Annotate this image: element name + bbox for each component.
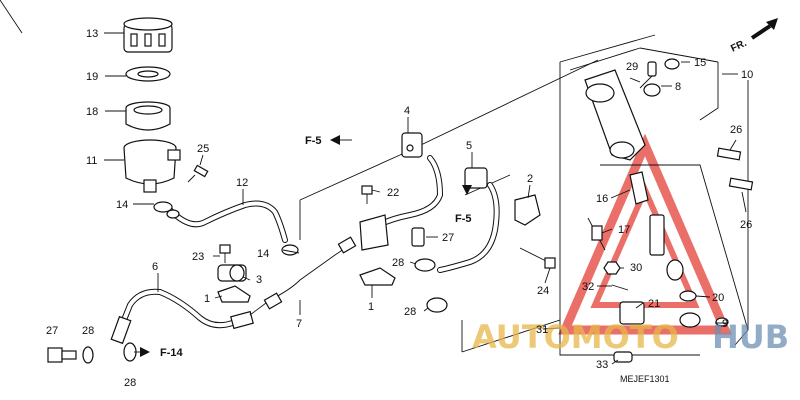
label-24: 24 xyxy=(537,285,549,297)
label-28-left-a: 28 xyxy=(82,325,94,337)
label-9: 9 xyxy=(722,318,728,330)
hose-6 xyxy=(110,288,254,345)
direction-arrow-icon xyxy=(750,18,778,40)
label-5: 5 xyxy=(466,140,472,152)
label-31: 31 xyxy=(536,324,548,336)
union-bolt-27-left xyxy=(47,347,77,363)
diaphragm-18 xyxy=(125,101,171,131)
ref-arrow-icon-f14 xyxy=(134,347,150,357)
label-1-mid: 1 xyxy=(368,301,374,313)
label-13: 13 xyxy=(86,28,98,40)
label-26-bottom: 26 xyxy=(740,219,752,231)
label-23: 23 xyxy=(192,251,204,263)
diaphragm-plate-19 xyxy=(125,66,171,82)
label-6: 6 xyxy=(152,261,158,273)
direction-label: FR. xyxy=(729,38,748,55)
clip-14-top xyxy=(153,201,180,219)
clevis-21 xyxy=(619,301,645,325)
union-bolt-27-right xyxy=(411,227,425,247)
label-14-top: 14 xyxy=(116,199,128,211)
bolt-23 xyxy=(219,244,231,263)
watermark-text: AUTOMOTO HUB xyxy=(472,318,789,356)
piston-spring xyxy=(649,214,701,328)
label-11: 11 xyxy=(86,155,97,167)
grommet-3 xyxy=(217,264,247,282)
label-17: 17 xyxy=(618,224,630,236)
label-3: 3 xyxy=(256,274,262,286)
label-10: 10 xyxy=(741,69,753,81)
master-cylinder-10 xyxy=(584,69,646,161)
washer-28-left-a xyxy=(82,346,94,364)
hose-5 xyxy=(437,167,500,273)
diagram-code: MEJEF1301 xyxy=(620,374,670,384)
label-28-mid-a: 28 xyxy=(392,257,404,269)
label-32: 32 xyxy=(582,281,594,293)
label-1-left: 1 xyxy=(204,293,210,305)
rod-17 xyxy=(587,217,606,251)
label-8: 8 xyxy=(675,81,681,93)
hose-4 xyxy=(367,132,444,233)
bracket-mid xyxy=(359,214,389,251)
oring-8 xyxy=(643,83,661,97)
label-leaders xyxy=(104,32,747,365)
label-33: 33 xyxy=(596,359,608,371)
label-18: 18 xyxy=(86,106,98,118)
pin-33 xyxy=(613,351,633,363)
label-25: 25 xyxy=(197,143,209,155)
label-20: 20 xyxy=(712,292,724,304)
clamp-1-mid xyxy=(359,267,396,286)
label-16: 16 xyxy=(596,193,608,205)
label-28-mid-b: 28 xyxy=(404,306,416,318)
clamp-1-left xyxy=(217,285,251,303)
label-19: 19 xyxy=(86,71,98,83)
circlip-20 xyxy=(679,290,697,302)
watermark-brand-right: HUB xyxy=(712,318,789,356)
ring-9 xyxy=(715,317,729,327)
label-30: 30 xyxy=(630,262,642,274)
bolt-22 xyxy=(361,185,373,204)
ref-f14: F-14 xyxy=(160,347,184,359)
label-15: 15 xyxy=(694,57,706,69)
ref-arrow-icon-f5-b xyxy=(462,185,472,195)
label-2: 2 xyxy=(527,173,533,185)
label-22: 22 xyxy=(387,187,399,199)
bolt-26-top xyxy=(716,147,742,161)
label-27-right: 27 xyxy=(442,232,454,244)
label-7: 7 xyxy=(296,318,302,330)
clamp-2 xyxy=(514,194,541,226)
pin-32 xyxy=(611,284,629,291)
leader-lines xyxy=(0,0,599,353)
label-4: 4 xyxy=(404,105,410,117)
master-cylinder-assembly-outline xyxy=(559,34,749,356)
reservoir-hose-12 xyxy=(167,200,288,243)
label-12: 12 xyxy=(236,177,248,189)
nut-30 xyxy=(603,261,621,275)
reservoir-tank-11 xyxy=(123,139,181,193)
part-labels: 13 19 18 11 14 25 12 6 14 23 3 1 7 27 28… xyxy=(46,28,753,389)
bolt-25 xyxy=(187,164,209,183)
pipe-7 xyxy=(249,236,357,316)
ref-arrow-icon-f5-a xyxy=(330,135,352,145)
washer-15 xyxy=(664,58,680,70)
label-27-left: 27 xyxy=(46,325,58,337)
ref-f5-a: F-5 xyxy=(305,135,322,147)
label-14-bottom: 14 xyxy=(257,248,269,260)
label-26-top: 26 xyxy=(730,124,742,136)
label-21: 21 xyxy=(648,298,660,310)
washer-28-mid-b xyxy=(426,297,448,313)
bolt-26-bottom xyxy=(728,177,754,191)
ref-f5-b: F-5 xyxy=(455,213,472,225)
bolt-24 xyxy=(519,247,556,269)
label-28-left-b: 28 xyxy=(124,377,136,389)
joint-29 xyxy=(639,61,657,89)
watermark-brand-left: AUTOMOTO xyxy=(472,318,679,356)
washer-28-mid-a xyxy=(414,258,436,272)
watermark-logo xyxy=(558,133,732,335)
reservoir-cap-13 xyxy=(123,17,173,53)
boot-16 xyxy=(629,171,649,205)
label-29: 29 xyxy=(626,61,638,73)
